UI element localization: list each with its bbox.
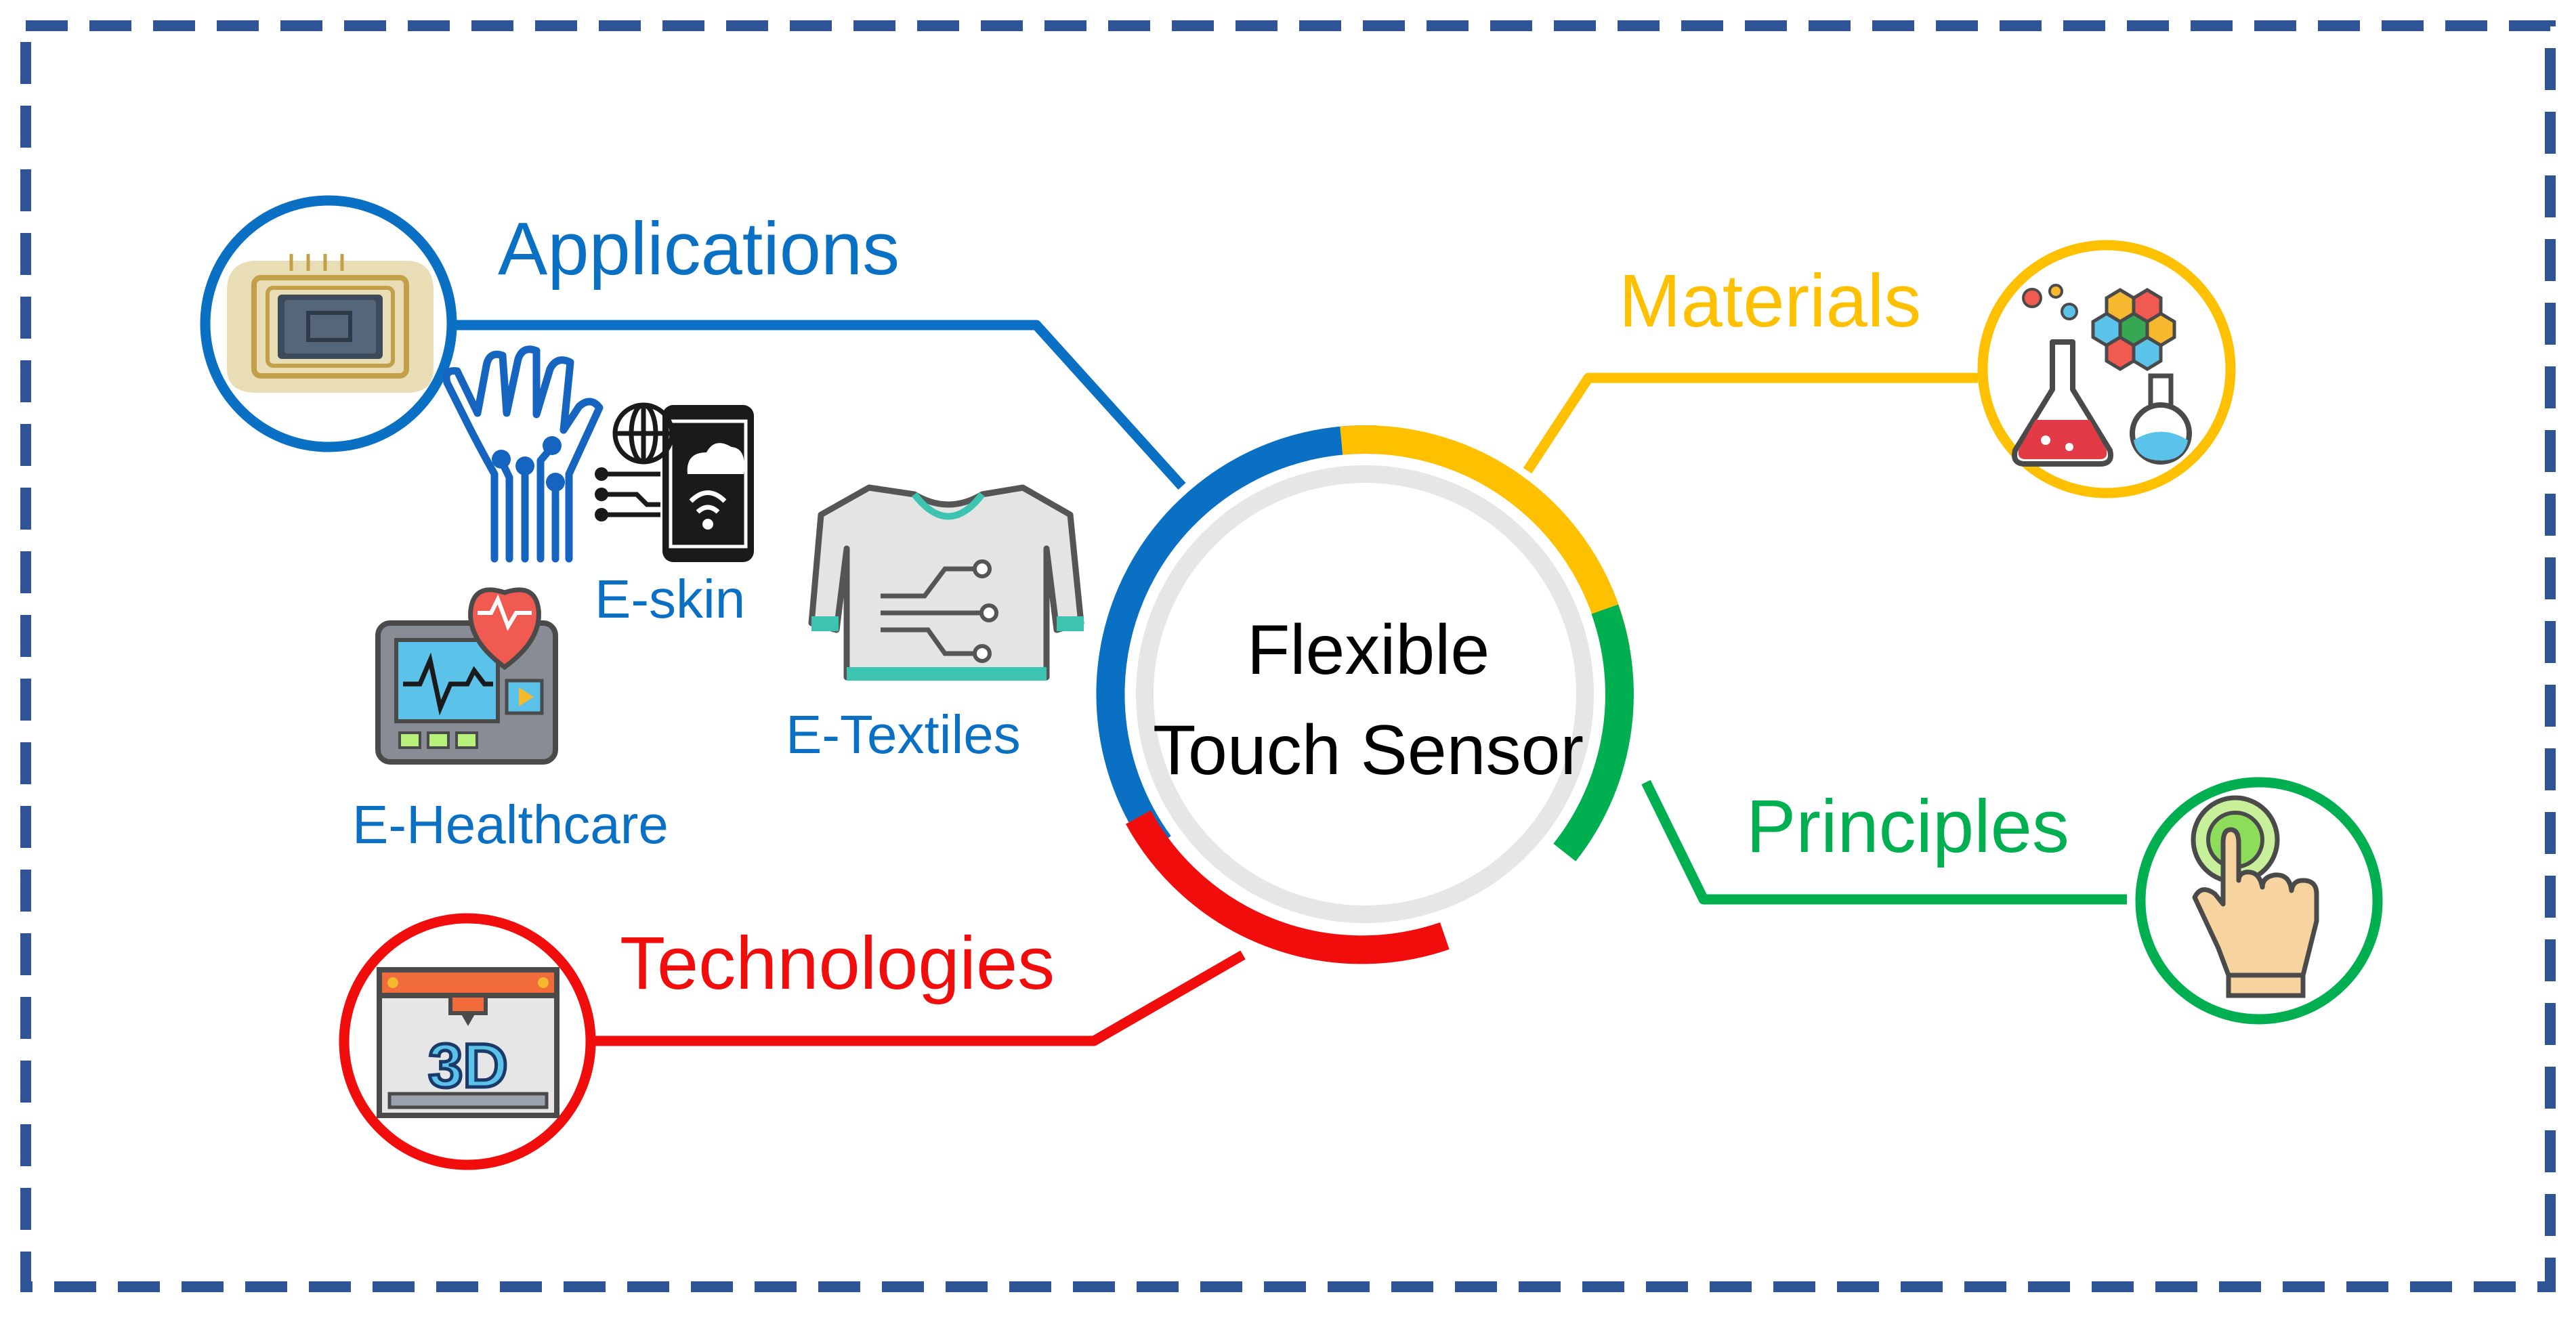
technologies-connector: [589, 950, 1246, 1046]
ehealthcare-label: E-Healthcare: [352, 794, 669, 855]
materials-label: Materials: [1619, 259, 1921, 343]
ring-segment-principles: [1553, 604, 1634, 861]
center-ring-inner: [1136, 465, 1594, 923]
hand-circuit-icon: [442, 345, 604, 563]
ring-segment-technologies: [1125, 810, 1450, 964]
technologies-node: Technologies 3D: [339, 913, 1055, 1170]
principles-connector: [1641, 780, 2127, 905]
connector-lines: [454, 320, 2127, 1046]
applications-node: Applications: [200, 195, 900, 452]
center-title-line2: Touch Sensor: [1153, 711, 1584, 790]
sensor-chip-icon: [227, 254, 434, 393]
smartphone-cloud-icon: [595, 402, 754, 562]
ring-segment-materials: [1340, 425, 1630, 653]
globe-icon: [612, 402, 675, 465]
sweater-icon: [808, 484, 1084, 681]
etextiles-label: E-Textiles: [786, 704, 1021, 765]
3d-printer-print-glyph: 3D: [428, 1031, 508, 1101]
ring-segment-applications: [1096, 425, 1378, 853]
materials-node: Materials: [1619, 240, 2236, 498]
health-monitor-icon: [375, 587, 558, 765]
center-ring: Flexible Touch Sensor: [1096, 425, 1634, 964]
principles-node: Principles: [1746, 777, 2383, 1025]
chemistry-flask-icon: [2012, 284, 2192, 467]
finger-touch-icon: [2191, 795, 2319, 998]
dashed-frame: [20, 20, 2556, 1292]
3d-printer-icon: 3D: [377, 967, 559, 1118]
technologies-label: Technologies: [620, 922, 1055, 1005]
applications-connector: [454, 320, 1186, 490]
principles-label: Principles: [1746, 785, 2069, 868]
hand-circuit-nodes: [492, 436, 565, 492]
center-title-line1: Flexible: [1247, 611, 1490, 689]
materials-connector: [1523, 372, 1978, 474]
applications-label: Applications: [498, 207, 900, 291]
eskin-label: E-skin: [595, 569, 745, 629]
